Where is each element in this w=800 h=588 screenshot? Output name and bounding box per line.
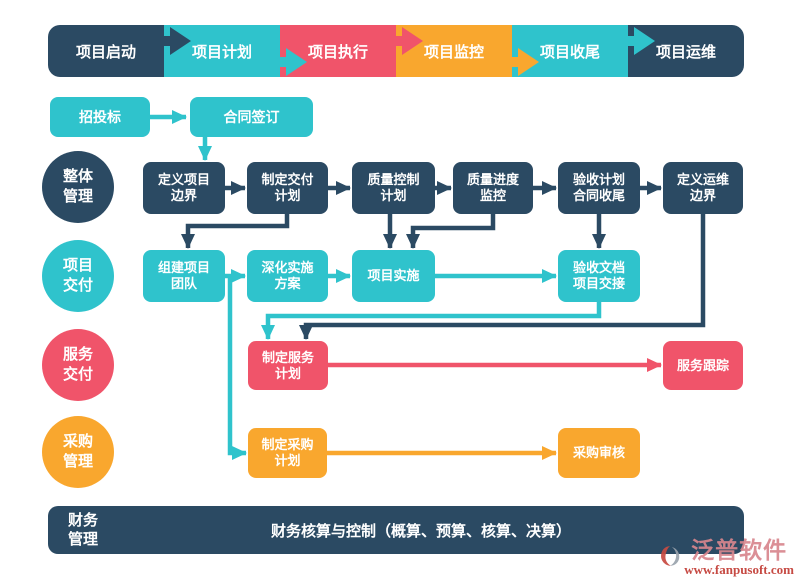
box-label: 服务跟踪 xyxy=(676,357,729,373)
banner-phase-monitoring: 项目监控 xyxy=(396,25,512,77)
connector-handover-to-service-plan xyxy=(261,302,602,340)
lane-label-line: 管理 xyxy=(62,188,93,205)
banner-phase-closing: 项目收尾 xyxy=(512,25,628,77)
fanpu-logo-text: 泛普软件 www.fanpusoft.com xyxy=(684,537,794,577)
box-label: 团队 xyxy=(170,276,197,291)
box-define-project-scope: 定义项目边界 xyxy=(143,162,225,214)
box-quality-control-plan: 质量控制计划 xyxy=(352,162,435,214)
box-label: 定义项目 xyxy=(157,172,210,187)
box-label: 定义运维 xyxy=(676,172,729,187)
banner-phase-label: 项目运维 xyxy=(655,43,716,61)
fanpu-logo: 泛普软件 www.fanpusoft.com xyxy=(658,537,794,587)
box-label: 招投标 xyxy=(79,109,121,125)
banner-phase-operations: 项目运维 xyxy=(628,25,744,77)
lane-label-line: 财务 xyxy=(68,512,99,529)
box-build-project-team: 组建项目团队 xyxy=(143,250,225,302)
box-label: 制定服务 xyxy=(261,349,314,365)
box-project-implementation: 项目实施 xyxy=(352,250,435,302)
box-label: 深化实施 xyxy=(261,260,314,275)
finance-bar-text: 财务核算与控制（概算、预算、核算、决算） xyxy=(271,522,572,540)
lane-label-line: 管理 xyxy=(68,531,99,548)
connector-refine-plan-to-procurement-plan xyxy=(227,276,247,460)
box-label: 合同收尾 xyxy=(572,188,625,203)
banner-phase-planning: 项目计划 xyxy=(164,25,280,77)
box-label: 计划 xyxy=(380,188,407,203)
lane-label-finance: 财务管理 xyxy=(68,511,98,549)
fanpu-logo-url: www.fanpusoft.com xyxy=(684,562,794,577)
box-acceptance-docs-handover: 验收文档项目交接 xyxy=(558,250,640,302)
box-label: 计划 xyxy=(274,188,301,203)
banner-phase-label: 项目监控 xyxy=(423,43,484,61)
finance-lane-bar: 财务管理 财务核算与控制（概算、预算、核算、决算） xyxy=(48,506,744,554)
box-label: 计划 xyxy=(274,453,301,468)
lane-circle-project-delivery: 项目交付 xyxy=(42,240,114,312)
box-label: 组建项目 xyxy=(157,260,210,275)
box-label: 计划 xyxy=(274,365,301,381)
box-quality-progress-monitoring: 质量进度监控 xyxy=(453,162,533,214)
fanpu-logo-name: 泛普软件 xyxy=(691,537,788,563)
box-label: 监控 xyxy=(479,188,506,203)
box-label: 质量控制 xyxy=(367,172,420,187)
box-label: 边界 xyxy=(689,188,716,203)
box-label: 项目交接 xyxy=(572,276,625,291)
box-service-plan: 制定服务计划 xyxy=(248,341,328,390)
box-procurement-plan: 制定采购计划 xyxy=(248,428,327,478)
banner-phase-label: 项目启动 xyxy=(75,43,136,61)
box-delivery-plan: 制定交付计划 xyxy=(247,162,328,214)
box-procurement-review: 采购审核 xyxy=(558,428,640,478)
lane-label-line: 服务 xyxy=(62,346,93,363)
lane-label-line: 管理 xyxy=(62,453,93,470)
banner-phase-execution: 项目执行 xyxy=(280,25,396,77)
box-service-tracking: 服务跟踪 xyxy=(663,341,743,390)
box-label: 验收文档 xyxy=(572,260,625,275)
banner-phase-initiation: 项目启动 xyxy=(48,25,164,77)
box-label: 验收计划 xyxy=(572,172,625,187)
box-bidding: 招投标 xyxy=(50,97,150,137)
fanpu-logo-swirl-icon xyxy=(661,546,680,566)
lane-circle-service-delivery: 服务交付 xyxy=(42,329,114,401)
box-contract-signing: 合同签订 xyxy=(190,97,313,137)
lane-label-line: 交付 xyxy=(62,366,93,383)
banner-phase-label: 项目计划 xyxy=(191,43,252,61)
connector-delivery-plan-to-build-team xyxy=(181,214,290,249)
box-define-operations-scope: 定义运维边界 xyxy=(663,162,743,214)
box-label: 质量进度 xyxy=(466,172,519,187)
box-label: 制定交付 xyxy=(261,172,314,187)
banner-phase-label: 项目收尾 xyxy=(539,43,600,61)
box-label: 采购审核 xyxy=(572,445,625,460)
box-label: 制定采购 xyxy=(261,437,314,452)
lane-label-line: 交付 xyxy=(62,277,93,294)
box-refine-implementation-plan: 深化实施方案 xyxy=(247,250,328,302)
connector-quality-progress-to-implementation xyxy=(406,214,496,249)
banner-phase-label: 项目执行 xyxy=(307,43,368,61)
lane-circle-overall-management: 整体管理 xyxy=(42,151,114,223)
lane-label-line: 采购 xyxy=(62,433,93,450)
lane-label-line: 整体 xyxy=(62,168,93,185)
box-label: 边界 xyxy=(170,188,197,203)
lane-label-line: 项目 xyxy=(62,257,93,274)
lane-circle-procurement-management: 采购管理 xyxy=(42,416,114,488)
box-label: 方案 xyxy=(274,276,301,291)
box-acceptance-plan-contract-closure: 验收计划合同收尾 xyxy=(558,162,640,214)
box-label: 项目实施 xyxy=(367,268,420,283)
box-label: 合同签订 xyxy=(223,109,280,125)
